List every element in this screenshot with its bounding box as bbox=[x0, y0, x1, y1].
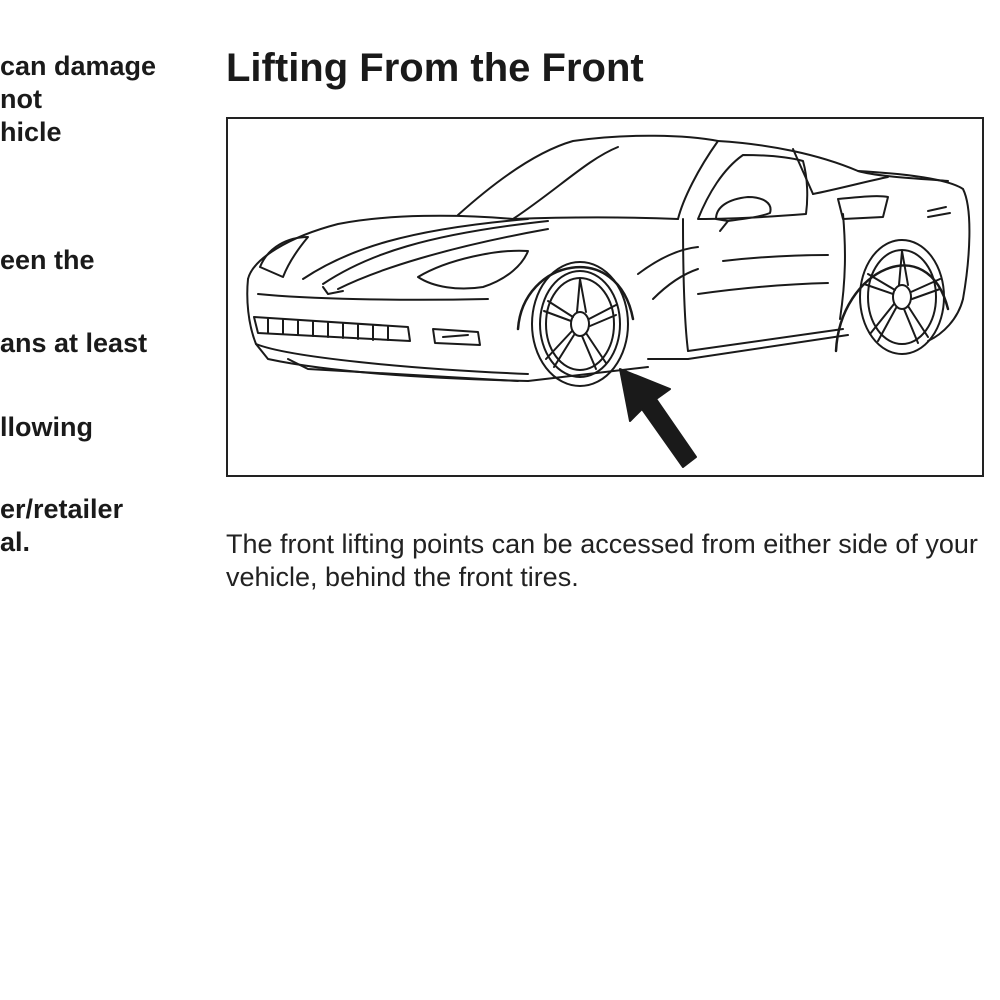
front-wheel bbox=[516, 261, 635, 387]
left-column-line: llowing bbox=[0, 412, 93, 442]
section-body-text: The front lifting points can be accessed… bbox=[226, 529, 978, 592]
arrow-icon bbox=[619, 368, 697, 468]
left-column-line: ans at least bbox=[0, 328, 148, 358]
left-column-line: not bbox=[0, 84, 42, 114]
left-column-line: hicle bbox=[0, 117, 62, 147]
left-column-line: al. bbox=[0, 527, 31, 557]
left-column-line: can damage bbox=[0, 51, 157, 81]
car-line-drawing bbox=[246, 134, 971, 468]
rear-wheel bbox=[834, 239, 950, 355]
car-illustration-figure bbox=[226, 117, 984, 477]
section-title: Lifting From the Front bbox=[226, 46, 644, 90]
left-column-text: can damage not hicle een the ans at leas… bbox=[0, 0, 200, 600]
car-body bbox=[246, 134, 971, 382]
left-column-line: er/retailer bbox=[0, 494, 124, 524]
left-column-line: een the bbox=[0, 245, 95, 275]
